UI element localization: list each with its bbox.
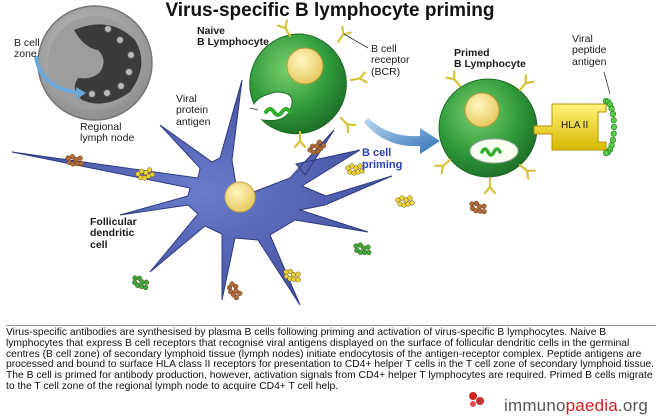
immunopaedia-brand[interactable]: immunopaedia.org [504, 396, 648, 416]
b-cell-receptor-icon [518, 74, 535, 92]
peptide-bead [610, 117, 617, 124]
hla-ii-label: HLA II [561, 120, 589, 131]
figure-caption: Virus-specific antibodies are synthesise… [6, 325, 656, 392]
regional-lymph-node-label: Regional lymph node [80, 121, 135, 145]
internalized-antigen [480, 147, 502, 157]
b-cell-receptor-icon [336, 25, 352, 44]
b-cell-priming-arrow [364, 118, 440, 154]
b-cell-priming-label: B cell priming [362, 147, 403, 171]
peptide-bead [610, 130, 617, 137]
peptide-bead [610, 123, 618, 131]
brand-prefix: immuno [503, 396, 566, 415]
primed-b-lymphocyte [438, 78, 538, 178]
b-cell-receptor-icon [434, 158, 452, 175]
peptide-bead [608, 105, 615, 112]
peptide-bead [602, 149, 610, 157]
b-cell-receptor-icon [445, 70, 462, 88]
primed-bcr-group [434, 70, 536, 195]
immunopaedia-logo-icon [469, 392, 484, 407]
primed-b-lymphocyte-label: Primed B Lymphocyte [454, 47, 526, 71]
naive-bcr-group [277, 19, 368, 149]
viral-protein-leader-line [249, 107, 259, 111]
follicular-dendritic-cell-label: Follicular dendritic cell [90, 216, 137, 251]
viral-antigen-cluster-icon [135, 167, 155, 181]
hla-ii-molecule [533, 103, 607, 151]
b-cell-receptor-icon [349, 71, 368, 84]
brand-highlight: paedia [565, 396, 618, 415]
viral-antigen-cluster-icon [283, 268, 301, 283]
b-cell-receptor-icon [518, 163, 536, 180]
viral-peptide-antigen-label: Viral peptide antigen [572, 33, 607, 68]
peptide-bead [609, 110, 617, 118]
b-cell-receptor-icon [483, 176, 497, 195]
bcr-leader-line [343, 33, 369, 49]
naive-b-lymphocyte [249, 33, 347, 135]
b-cell-receptor-icon [277, 19, 292, 38]
viral-antigen-cluster-icon [226, 281, 243, 301]
naive-b-lymphocyte-label: Naive B Lymphocyte [197, 25, 269, 49]
b-cell-priming-diagram [11, 5, 618, 306]
regional-lymph-node [37, 5, 153, 121]
peptide-bead [609, 136, 617, 144]
viral-antigen-cluster-icon [469, 200, 487, 215]
viral-antigen-cluster-icon [65, 154, 84, 167]
viral-antigen-cluster-icon [395, 195, 415, 208]
page-title: Virus-specific B lymphocyte priming [165, 0, 495, 21]
viral-antigen-cluster-icon [353, 242, 372, 256]
b-cell-zone-label: B cell zone [14, 37, 40, 61]
brand-suffix: .org [617, 396, 648, 415]
viral-protein-antigen-label: Viral protein antigen [176, 93, 211, 128]
viral-peptide-leader-line [603, 71, 611, 95]
viral-antigen-cluster-icon [307, 139, 327, 156]
fdc-antigen-group [65, 139, 487, 301]
b-cell-zone-arrowhead [76, 87, 86, 99]
bcr-label: B cell receptor (BCR) [371, 43, 410, 78]
b-cell-zone-region [74, 24, 142, 104]
b-cell-zone-pointer-arrow [34, 55, 81, 95]
b-cell-receptor-icon [293, 130, 307, 149]
viral-peptide-antigen [602, 97, 618, 157]
b-cell-receptor-icon [339, 116, 357, 134]
viral-antigen-cluster-icon [132, 275, 149, 291]
follicular-dendritic-cell [11, 79, 393, 306]
viral-protein-antigen-bound [264, 107, 292, 117]
viral-antigen-cluster-icon [345, 163, 365, 176]
